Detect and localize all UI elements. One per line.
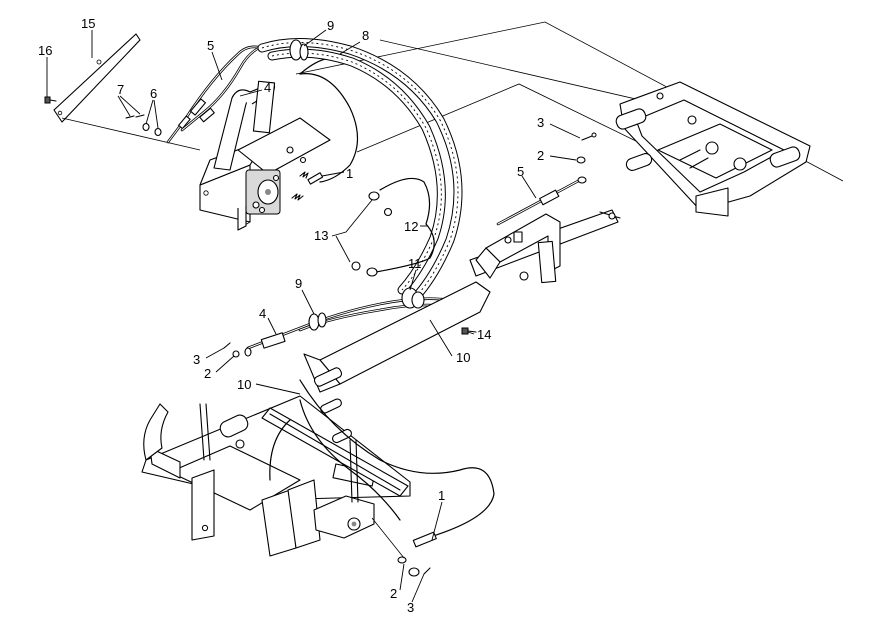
callout-2-left: 2 bbox=[204, 366, 211, 381]
screw-part-16 bbox=[44, 96, 57, 104]
upper-control-assembly bbox=[199, 80, 331, 231]
callout-4: 4 bbox=[264, 80, 271, 95]
cable-part-12 bbox=[351, 177, 435, 277]
callout-labels: 15 16 7 6 5 9 8 4 1 3 2 5 13 12 11 9 4 1… bbox=[38, 16, 544, 615]
washers-part-6-7 bbox=[125, 114, 162, 137]
callout-14: 14 bbox=[477, 327, 491, 342]
callout-6: 6 bbox=[150, 86, 157, 101]
seat-frame bbox=[615, 81, 811, 217]
callout-5: 5 bbox=[207, 38, 214, 53]
callout-15: 15 bbox=[81, 16, 95, 31]
callout-1-lower: 1 bbox=[438, 488, 445, 503]
callout-5-lower: 5 bbox=[517, 164, 524, 179]
leader-lines bbox=[46, 29, 581, 603]
lower-chassis bbox=[141, 281, 495, 557]
callout-3-bottom: 3 bbox=[407, 600, 414, 615]
conduit-part-8 bbox=[257, 38, 463, 303]
callout-7: 7 bbox=[117, 82, 124, 97]
cable-part-1-upper bbox=[299, 73, 359, 183]
callout-10: 10 bbox=[456, 350, 470, 365]
callout-2-bottom: 2 bbox=[390, 586, 397, 601]
column-assembly bbox=[469, 132, 621, 284]
cable-part-1-lower bbox=[397, 531, 437, 577]
callout-2: 2 bbox=[537, 148, 544, 163]
callout-9: 9 bbox=[327, 18, 334, 33]
callout-9-lower: 9 bbox=[295, 276, 302, 291]
callout-3-left: 3 bbox=[193, 352, 200, 367]
callout-10-lower: 10 bbox=[237, 377, 251, 392]
callout-12: 12 bbox=[404, 219, 418, 234]
callout-1: 1 bbox=[346, 166, 353, 181]
callout-8: 8 bbox=[362, 28, 369, 43]
callout-11: 11 bbox=[408, 256, 422, 271]
callout-4-lower: 4 bbox=[259, 306, 266, 321]
cable-part-5-upper bbox=[166, 45, 264, 144]
callout-13: 13 bbox=[314, 228, 328, 243]
plate-part-15 bbox=[53, 33, 141, 123]
callout-16: 16 bbox=[38, 43, 52, 58]
callout-3: 3 bbox=[537, 115, 544, 130]
clip-part-9-upper bbox=[289, 39, 309, 61]
